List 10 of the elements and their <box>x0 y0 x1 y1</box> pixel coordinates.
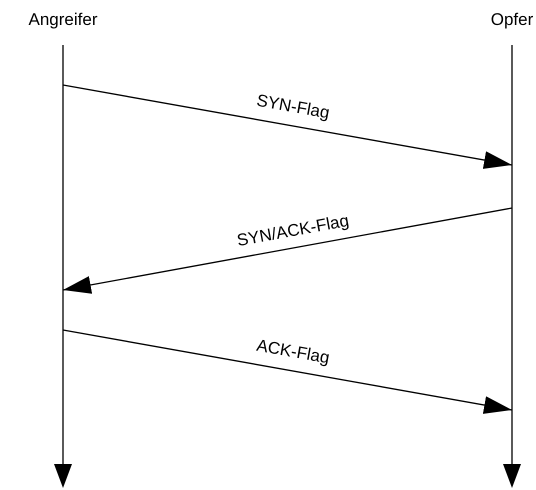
message-arrow <box>62 329 512 414</box>
message-arrow <box>62 207 512 294</box>
message-arrow <box>62 84 512 169</box>
lifeline-arrow <box>54 45 72 488</box>
participant-label: Opfer <box>490 10 534 30</box>
participant-label: Angreifer <box>28 10 98 30</box>
edge-label: ACK-Flag <box>254 336 331 368</box>
edge-label: SYN/ACK-Flag <box>234 210 350 252</box>
lifeline-arrow <box>503 45 521 488</box>
edge-label: SYN-Flag <box>254 90 331 124</box>
